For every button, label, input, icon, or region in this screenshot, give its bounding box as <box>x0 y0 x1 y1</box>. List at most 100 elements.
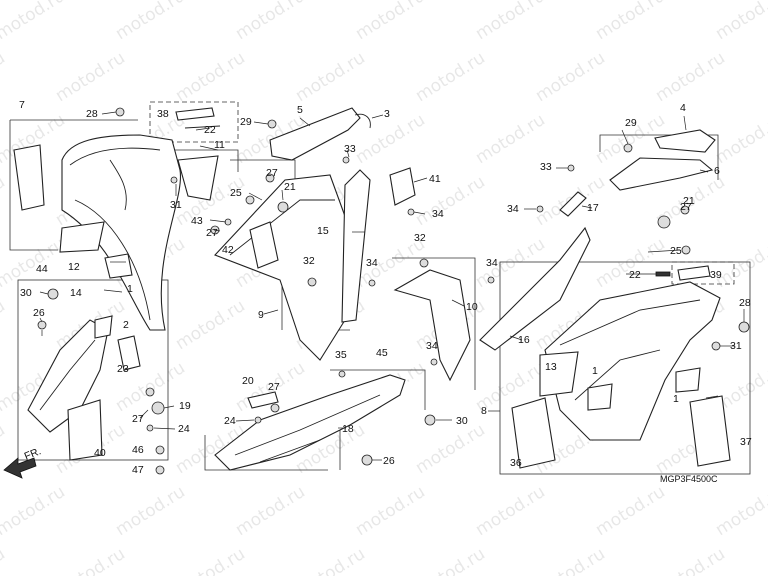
callout-number: 1 <box>127 283 133 295</box>
cowl-crease-1 <box>69 147 161 166</box>
watermark-text: motod.ru <box>292 544 369 576</box>
bolt-29-right <box>623 143 633 153</box>
watermark-text: motod.ru <box>172 544 249 576</box>
callout-number: 44 <box>36 263 48 275</box>
cowl-crease-2 <box>74 199 151 321</box>
screw-34-b <box>407 208 415 216</box>
screw-34-a <box>368 279 376 287</box>
frame-7 <box>9 120 58 251</box>
callout-number: 9 <box>258 309 264 321</box>
screw-34-c <box>536 205 544 213</box>
callout-number: 6 <box>714 165 720 177</box>
frame-8 <box>499 261 751 475</box>
callout-number: 25 <box>670 245 682 257</box>
callout-number: 34 <box>486 257 498 269</box>
part-12b <box>104 253 133 279</box>
part-18-lower-cowl <box>214 374 406 471</box>
cowl-crease-3 <box>109 159 127 211</box>
callout-number: 27 <box>132 413 144 425</box>
lower-center-crease <box>234 394 381 456</box>
callout-number: 27 <box>680 201 692 213</box>
callout-number: 29 <box>625 117 637 129</box>
frame-39 <box>671 261 735 285</box>
callout-number: 1 <box>592 365 598 377</box>
part-15-strip <box>341 169 371 323</box>
frame-45-bottom <box>204 435 328 471</box>
clip-21-right <box>657 215 671 229</box>
callout-number: 31 <box>170 199 182 211</box>
callout-number: 22 <box>629 269 641 281</box>
part-11-bracket <box>177 155 219 201</box>
callout-number: 13 <box>545 361 557 373</box>
callout-number: 34 <box>426 340 438 352</box>
callout-number: 35 <box>335 349 347 361</box>
watermark-text: motod.ru <box>532 48 609 106</box>
bolt-26-bottom <box>361 454 373 466</box>
callout-number: 3 <box>384 108 390 120</box>
part-10-panel <box>393 269 471 382</box>
callout-number: 22 <box>204 124 216 136</box>
part-40-pad <box>67 399 103 461</box>
part-4-cover <box>654 129 716 153</box>
part-37-pad <box>689 395 731 467</box>
washer-46 <box>155 445 165 455</box>
bolt-28-right <box>738 321 750 333</box>
watermark-text: motod.ru <box>652 544 729 576</box>
part-5-cover <box>269 107 361 161</box>
direction-label: FR. <box>23 445 43 462</box>
watermark-text: motod.ru <box>412 172 489 230</box>
callout-number: 41 <box>429 173 441 185</box>
callout-number: 28 <box>86 108 98 120</box>
front-direction-arrow <box>3 457 37 479</box>
part-36-pad <box>511 397 556 469</box>
watermark-text: motod.ru <box>412 544 489 576</box>
part-38-strip <box>175 107 215 121</box>
bolt-32-right <box>419 258 429 268</box>
callout-number: 37 <box>740 436 752 448</box>
part-1-mark <box>587 383 613 411</box>
part-17-clip <box>559 191 587 217</box>
callout-number: 21 <box>284 181 296 193</box>
part-35-pad <box>13 144 45 211</box>
callout-number: 34 <box>507 203 519 215</box>
screw-33-right <box>567 164 575 172</box>
callout-number: 38 <box>157 108 169 120</box>
callout-number: 24 <box>224 415 236 427</box>
watermark-text: motod.ru <box>232 482 309 540</box>
watermark-text: motod.ru <box>0 296 9 354</box>
watermark-text: motod.ru <box>52 48 129 106</box>
assembly-frames <box>9 101 751 475</box>
callout-number: 34 <box>366 257 378 269</box>
parts-layer <box>3 107 750 479</box>
watermark-text: motod.ru <box>712 110 768 168</box>
callout-number: 12 <box>68 261 80 273</box>
bolt-29-left <box>267 119 277 129</box>
clip-27-c <box>680 205 690 215</box>
strip-22-right <box>655 271 671 277</box>
clip-27-d <box>270 403 280 413</box>
clip-26 <box>37 320 47 330</box>
grommet-30-bottom <box>424 414 436 426</box>
callout-number: 26 <box>33 307 45 319</box>
part-16-strip <box>479 226 591 351</box>
watermark-text: motod.ru <box>472 110 549 168</box>
watermark-text: motod.ru <box>712 234 768 292</box>
watermark-text: motod.ru <box>292 48 369 106</box>
part-22-strip <box>184 125 221 129</box>
callout-number: 32 <box>303 255 315 267</box>
screw-34-e <box>430 358 438 366</box>
clip-21-left <box>277 201 289 213</box>
callout-number: 10 <box>466 301 478 313</box>
part-2-trim <box>94 315 113 339</box>
callout-number: 23 <box>117 363 129 375</box>
right-cowl-crease-2 <box>574 349 661 401</box>
frame-6 <box>599 134 719 180</box>
watermark-text: motod.ru <box>172 48 249 106</box>
part-1b-mark <box>675 367 701 393</box>
callout-number: 27 <box>266 167 278 179</box>
watermark-text: motod.ru <box>0 0 69 44</box>
watermark-text: motod.ru <box>112 0 189 44</box>
